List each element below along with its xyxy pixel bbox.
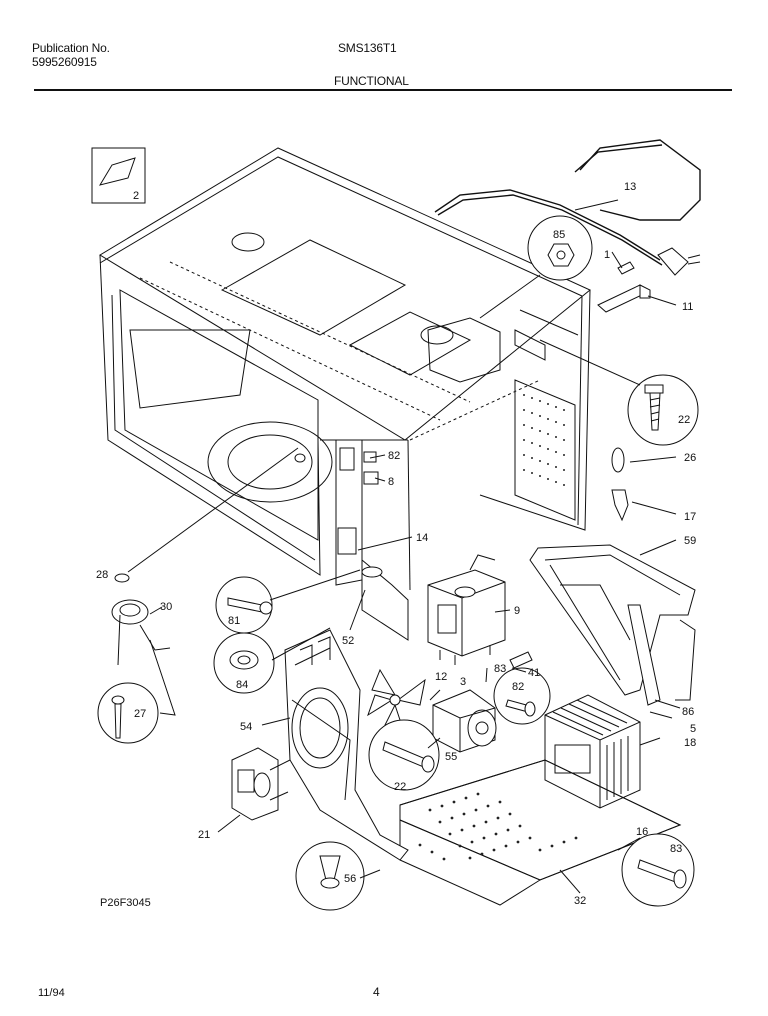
callout-part-icons: [111, 243, 687, 889]
fuse-holder: [597, 261, 651, 313]
callout-8: 8: [388, 476, 394, 488]
interlock-bracket: [335, 439, 409, 641]
section-title: FUNCTIONAL: [334, 74, 409, 88]
callout-14: 14: [416, 532, 428, 544]
callout-30: 30: [160, 601, 172, 613]
callout-9: 9: [514, 605, 520, 617]
stirrer-motor: [231, 747, 291, 821]
fan-blade: [367, 668, 426, 736]
callout-5: 5: [690, 723, 696, 735]
callout-41: 41: [528, 667, 540, 679]
footer-date: 11/94: [38, 987, 65, 999]
callout-labels: 13 85 1 11 22 26 17 59 82 8 14 9 28 30 8…: [96, 181, 696, 907]
diagram-code: P26F3045: [100, 897, 151, 909]
callout-52: 52: [342, 635, 354, 647]
door-sensor-box: [91, 147, 146, 204]
callout-18: 18: [684, 737, 696, 749]
callout-55: 55: [445, 751, 457, 763]
callout-2: 2: [133, 190, 139, 202]
diode-part: [509, 651, 533, 669]
callout-59: 59: [684, 535, 696, 547]
callout-82-lower: 82: [512, 681, 524, 693]
model-number: SMS136T1: [338, 41, 397, 55]
callout-1: 1: [604, 249, 610, 261]
vent-pattern-right: [523, 394, 565, 486]
callout-26: 26: [684, 452, 696, 464]
callout-27: 27: [134, 708, 146, 720]
publication-label: Publication No.: [32, 41, 110, 55]
fan-shroud: [284, 629, 409, 861]
base-plate: [399, 759, 682, 906]
base-plate-holes: [418, 792, 578, 861]
callout-86: 86: [682, 706, 694, 718]
callout-21: 21: [198, 829, 210, 841]
callout-82-upper: 82: [388, 450, 400, 462]
callout-circles: [97, 215, 699, 911]
callout-83-upper: 83: [494, 663, 506, 675]
callout-11: 11: [682, 301, 693, 313]
leader-lines: [127, 199, 681, 894]
callout-28: 28: [96, 569, 108, 581]
page-number: 4: [373, 985, 380, 999]
magnetron: [427, 554, 506, 665]
air-duct: [529, 544, 696, 706]
cabinet-outline: [99, 147, 591, 591]
callout-13: 13: [624, 181, 636, 193]
lamp-socket: [611, 447, 629, 522]
callout-17: 17: [684, 511, 696, 523]
thermostat: [111, 573, 171, 666]
callout-54: 54: [240, 721, 252, 733]
callout-56: 56: [344, 873, 356, 885]
callout-83-lower: 83: [670, 843, 682, 855]
callout-84: 84: [236, 679, 248, 691]
header-rule: [34, 89, 732, 91]
callout-12: 12: [435, 671, 447, 683]
power-cord: [434, 139, 701, 276]
callout-22-lower: 22: [394, 781, 406, 793]
fan-motor: [432, 689, 497, 753]
callout-3: 3: [460, 676, 466, 688]
callout-81: 81: [228, 615, 240, 627]
publication-number: 5995260915: [32, 55, 97, 69]
callout-16: 16: [636, 826, 648, 838]
callout-22-upper: 22: [678, 414, 690, 426]
callout-32: 32: [574, 895, 586, 907]
callout-85: 85: [553, 229, 565, 241]
